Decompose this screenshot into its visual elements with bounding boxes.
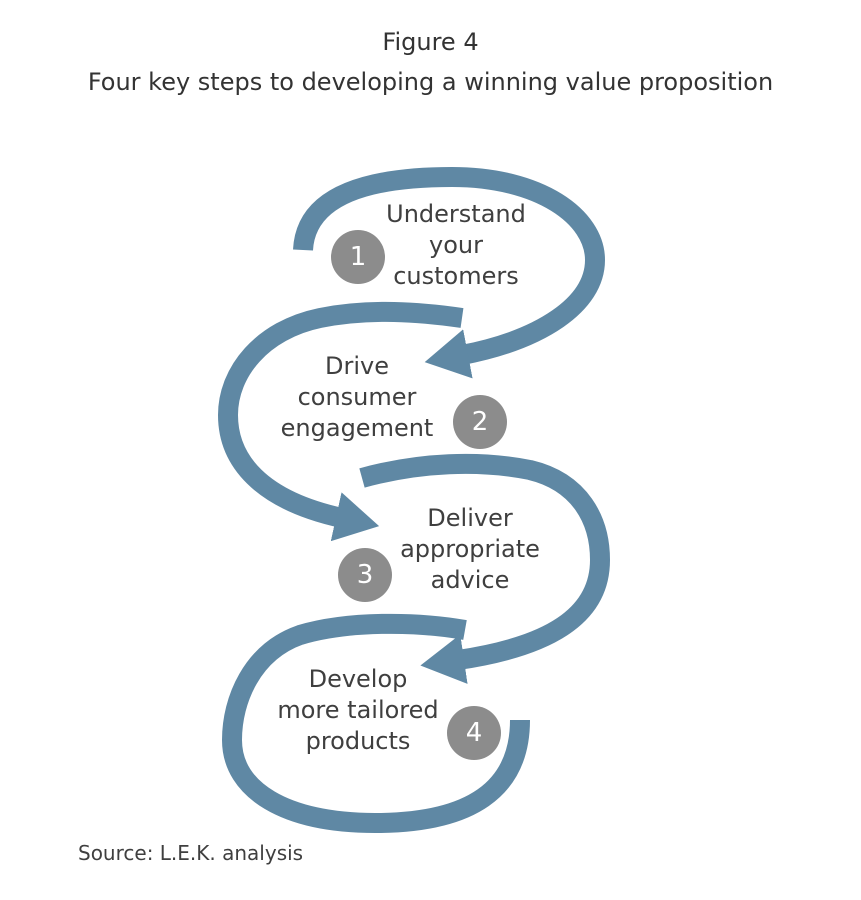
step-2-badge: 2: [453, 395, 507, 449]
step-2-text: Drive consumer engagement: [257, 351, 457, 444]
step-3-line-2: appropriate: [400, 535, 540, 563]
figure-title: Four key steps to developing a winning v…: [87, 68, 774, 96]
step-3-line-1: Deliver: [427, 504, 513, 532]
step-4-line-1: Develop: [308, 665, 408, 693]
step-4-text: Develop more tailored products: [258, 664, 458, 757]
step-3-text: Deliver appropriate advice: [370, 503, 570, 596]
arrow-loop-2: [217, 301, 464, 542]
arrow-loop-1: [293, 166, 606, 379]
step-3-badge: 3: [338, 548, 392, 602]
step-2-line-1: Drive: [325, 352, 389, 380]
step-1-text: Understand your customers: [356, 199, 556, 292]
step-3-line-3: advice: [430, 566, 510, 594]
step-1-line-3: customers: [393, 262, 519, 290]
step-1-badge: 1: [331, 230, 385, 284]
step-4-badge: 4: [447, 706, 501, 760]
step-2-line-2: consumer: [297, 383, 417, 411]
step-1-line-1: Understand: [386, 200, 526, 228]
step-4-line-3: products: [305, 727, 411, 755]
step-1-line-2: your: [429, 231, 483, 259]
source-note: Source: L.E.K. analysis: [78, 841, 304, 865]
arrow-loop-3: [359, 453, 611, 684]
step-4-line-2: more tailored: [277, 696, 439, 724]
figure-number: Figure 4: [382, 28, 479, 56]
step-2-line-3: engagement: [280, 414, 434, 442]
arrow-loop-4: [221, 613, 530, 834]
